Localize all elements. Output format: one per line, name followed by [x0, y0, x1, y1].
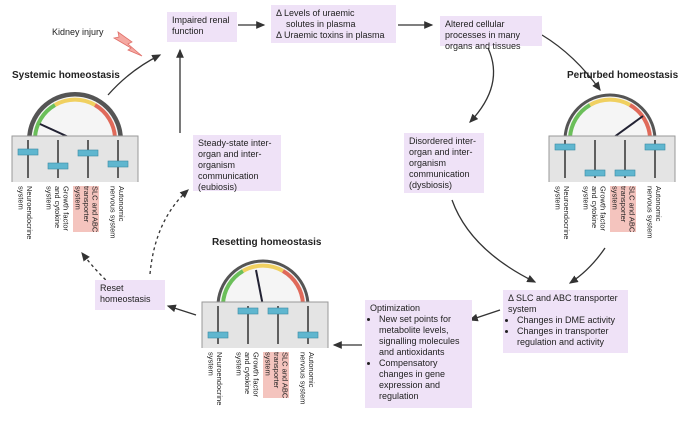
- arrow-perturbed-to-slc: [568, 247, 606, 284]
- uraemic-box: Δ Levels of uraemic solutes in plasma Δ …: [271, 5, 396, 43]
- delta-slc-box: Δ SLC and ABC transporter system Changes…: [503, 290, 628, 353]
- arrow-slc-to-optimization: [468, 309, 501, 322]
- resetting-label-growth: Growth factor and cytokine system: [234, 352, 261, 398]
- steady-state-box: Steady-state inter-organ and inter-organ…: [193, 135, 281, 192]
- uraemic-line-2: solutes in plasma: [286, 19, 356, 29]
- resetting-label-slc: SLC and ABC transporter system: [263, 352, 290, 399]
- perturbed-homeostasis-title: Perturbed homeostasis: [567, 70, 679, 81]
- perturbed-label-slc: SLC and ABC transporter system: [610, 186, 637, 233]
- reset-homeostasis-box: Reset homeostasis: [95, 280, 165, 310]
- optimization-box: Optimization New set points for metaboli…: [365, 300, 472, 408]
- delta-slc-item-1: Changes in transporter regulation and ac…: [517, 326, 623, 348]
- arrow-systemic-to-impaired: [107, 54, 162, 96]
- systemic-label-autonomic: Autonomic nervous system: [108, 186, 127, 239]
- perturbed-gauge-panel: Neuroendocrine system Growth factor and …: [545, 82, 680, 252]
- perturbed-label-neuroendocrine: Neuroendocrine system: [553, 186, 572, 240]
- arrow-disordered-to-slc: [451, 199, 537, 283]
- delta-slc-item-0: Changes in DME activity: [517, 315, 623, 326]
- altered-processes-box: Altered cellular processes in many organ…: [440, 16, 542, 51]
- systemic-label-growth: Growth factor and cytokine system: [44, 186, 71, 232]
- disordered-box: Disordered inter-organ and inter-organis…: [404, 133, 484, 193]
- kidney-injury-label: Kidney injury: [52, 27, 104, 37]
- lightning-icon: [112, 31, 143, 57]
- resetting-label-autonomic: Autonomic nervous system: [298, 352, 317, 405]
- systemic-label-neuroendocrine: Neuroendocrine system: [16, 186, 35, 240]
- resetting-homeostasis-title: Resetting homeostasis: [212, 237, 322, 248]
- arrow-altered-to-disordered: [469, 47, 495, 123]
- systemic-gauge: [11, 92, 139, 182]
- uraemic-line-3: Δ Uraemic toxins in plasma: [276, 30, 385, 40]
- arrow-altered-to-perturbed: [541, 34, 601, 92]
- systemic-label-slc: SLC and ABC transporter system: [73, 186, 100, 233]
- perturbed-gauge: [548, 93, 676, 182]
- arrow-reset-to-systemic: [81, 251, 111, 285]
- delta-slc-title: Δ SLC and ABC transporter system: [508, 293, 618, 314]
- impaired-renal-box: Impaired renal function: [167, 12, 237, 42]
- resetting-gauge-panel: Neuroendocrine system Growth factor and …: [198, 248, 333, 424]
- perturbed-label-growth: Growth factor and cytokine system: [581, 186, 608, 232]
- uraemic-line-1: Δ Levels of uraemic: [276, 8, 355, 18]
- perturbed-label-autonomic: Autonomic nervous system: [645, 186, 664, 239]
- arrow-resetting-to-reset: [166, 304, 197, 316]
- systemic-homeostasis-title: Systemic homeostasis: [12, 70, 120, 81]
- optimization-item-0: New set points for metabolite levels, si…: [379, 314, 467, 358]
- arrow-reset-to-steady: [149, 189, 189, 275]
- resetting-gauge: [201, 259, 329, 348]
- resetting-label-neuroendocrine: Neuroendocrine system: [206, 352, 225, 406]
- optimization-item-1: Compensatory changes in gene expression …: [379, 358, 467, 402]
- optimization-title: Optimization: [370, 303, 421, 313]
- systemic-gauge-panel: Neuroendocrine system Growth factor and …: [10, 82, 140, 252]
